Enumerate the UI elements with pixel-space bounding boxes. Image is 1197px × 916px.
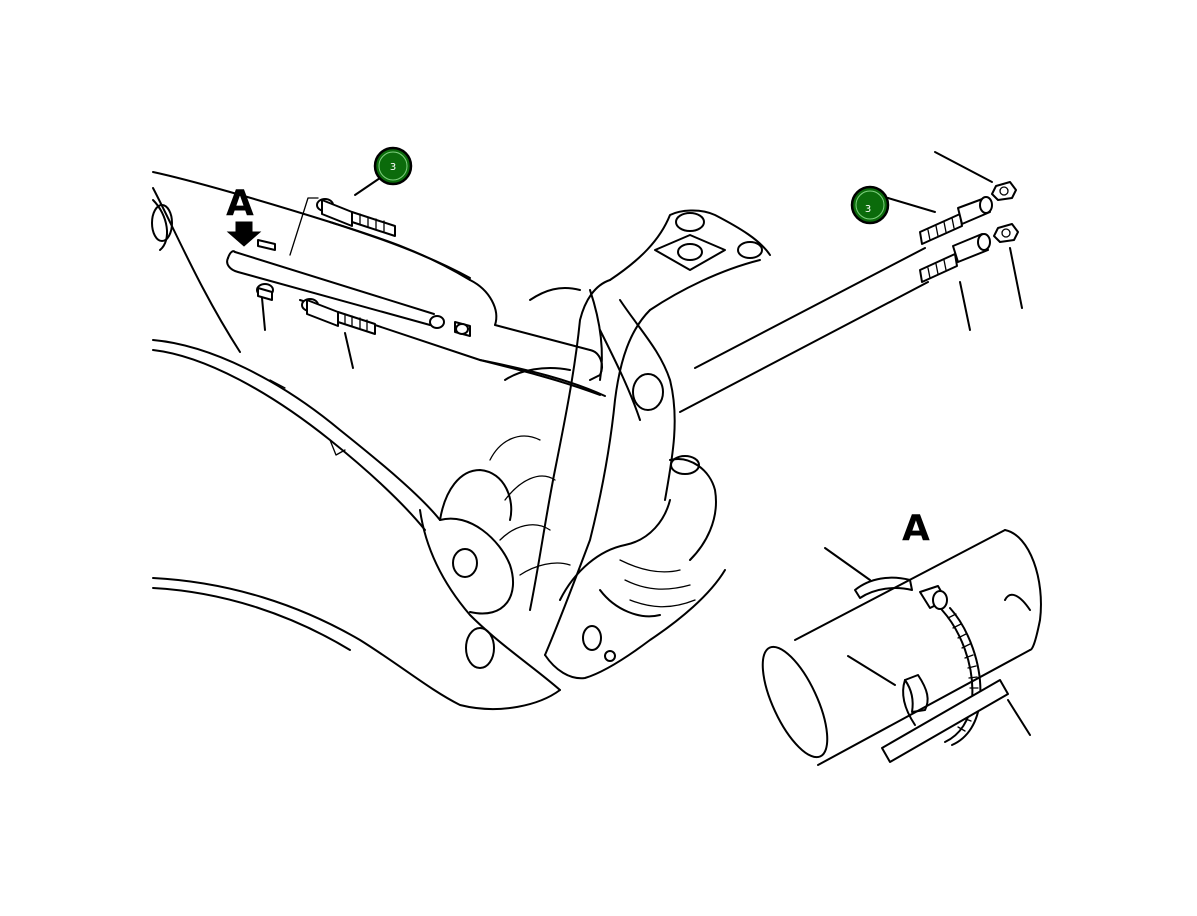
detail-view-a: A <box>761 508 1042 766</box>
right-crossbar <box>679 247 929 413</box>
band-fastener <box>919 585 948 610</box>
support-rod <box>881 679 1009 763</box>
leader-callout-3-left <box>354 177 381 196</box>
upper-left-bolt <box>316 198 396 237</box>
leader-lower-bolt <box>344 332 354 369</box>
leader-band <box>824 547 871 581</box>
callout-3-left[interactable]: 3 <box>354 146 413 196</box>
callout-3-left-badge[interactable] <box>373 146 413 186</box>
mounting-strap <box>226 250 435 326</box>
retaining-clip <box>902 674 929 726</box>
right-upper-nut <box>991 181 1017 201</box>
callout-3-right-badge[interactable] <box>850 185 890 225</box>
leader-left-spacer <box>261 297 266 331</box>
leader-right-upper-nut <box>934 151 993 183</box>
view-letter-main: A <box>226 183 254 224</box>
right-hardware <box>919 151 1023 331</box>
leader-clip <box>847 655 896 686</box>
callout-3-right[interactable]: 3 <box>850 185 936 225</box>
view-a-indicator: A <box>226 183 262 247</box>
callout-3-right-label: 3 <box>865 204 871 215</box>
leader-right-lower-nut <box>1009 247 1023 309</box>
leader-rod <box>1007 699 1031 736</box>
lower-right-bolt <box>919 233 991 283</box>
left-hardware <box>226 197 471 369</box>
right-lower-nut <box>993 223 1019 243</box>
callout-3-left-label: 3 <box>390 162 396 173</box>
leader-view-a <box>289 197 319 256</box>
view-letter-detail: A <box>902 508 930 549</box>
upper-right-bolt <box>919 196 993 245</box>
leader-callout-3-right <box>887 197 936 213</box>
leader-right-lower-bolt <box>959 281 971 331</box>
strap-end-nut <box>429 315 445 329</box>
subframe-body <box>151 171 771 711</box>
lower-left-bolt <box>301 298 376 335</box>
left-crossbar <box>299 221 606 397</box>
down-arrow-icon <box>226 221 262 247</box>
